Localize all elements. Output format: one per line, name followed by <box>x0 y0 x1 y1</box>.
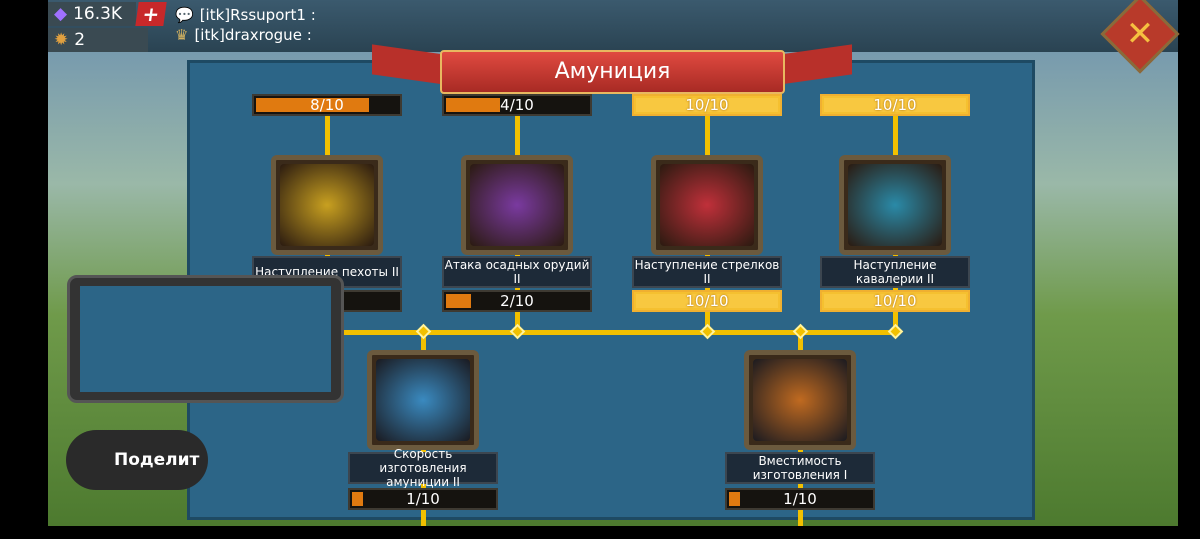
research-label: Скорость изготовления амуниции II <box>348 447 498 489</box>
tokens-counter: ✹2 <box>48 28 148 52</box>
progress-fill <box>636 98 778 112</box>
progress-fill <box>824 294 966 308</box>
research-icon <box>470 164 564 246</box>
research-icon <box>660 164 754 246</box>
screen-preview-thumbnail[interactable] <box>67 275 344 403</box>
tokens-value: 2 <box>74 30 86 50</box>
research-icon <box>848 164 942 246</box>
progress-fill <box>824 98 966 112</box>
research-label: Наступление стрелков II <box>632 256 782 288</box>
research-label: Вместимость изготовления I <box>725 452 875 484</box>
gem-icon: ◆ <box>54 4 68 24</box>
progress-bar: 1/10 <box>348 488 498 510</box>
research-icon <box>753 359 847 441</box>
research-node[interactable] <box>367 350 479 450</box>
research-node[interactable] <box>271 155 383 255</box>
research-icon <box>280 164 374 246</box>
progress-text: 2/10 <box>500 292 534 310</box>
progress-bar: 10/10 <box>632 94 782 116</box>
close-icon: ✕ <box>1125 14 1155 54</box>
progress-fill <box>446 98 501 112</box>
progress-bar: 4/10 <box>442 94 592 116</box>
progress-fill <box>256 98 369 112</box>
page-title: Амуниция <box>440 50 785 94</box>
chat-line[interactable]: 💬 [itk]Rssuport1 : <box>175 6 316 24</box>
progress-text: 1/10 <box>783 490 817 508</box>
progress-fill <box>446 294 472 308</box>
research-label: Наступление кавалерии II <box>820 256 970 288</box>
progress-fill <box>352 492 363 506</box>
gems-value: 16.3K <box>73 4 123 24</box>
progress-bar: 2/10 <box>442 290 592 312</box>
progress-text: 1/10 <box>406 490 440 508</box>
progress-bar: 1/10 <box>725 488 875 510</box>
progress-bar: 10/10 <box>820 94 970 116</box>
progress-fill <box>729 492 740 506</box>
add-gems-button[interactable]: + <box>135 2 167 26</box>
progress-bar: 10/10 <box>820 290 970 312</box>
token-icon: ✹ <box>54 30 69 50</box>
progress-bar: 8/10 <box>252 94 402 116</box>
research-node[interactable] <box>461 155 573 255</box>
progress-text: 10/10 <box>685 96 729 114</box>
progress-text: 10/10 <box>873 96 917 114</box>
connector <box>325 330 898 335</box>
top-bar <box>48 0 1178 52</box>
research-icon <box>376 359 470 441</box>
research-label: Атака осадных орудий II <box>442 256 592 288</box>
progress-bar: 10/10 <box>632 290 782 312</box>
chat-user: [itk]draxrogue : <box>194 26 312 44</box>
progress-text: 4/10 <box>500 96 534 114</box>
progress-text: 10/10 <box>685 292 729 310</box>
share-button[interactable]: Поделит <box>66 430 208 490</box>
progress-fill <box>636 294 778 308</box>
research-node[interactable] <box>839 155 951 255</box>
research-node[interactable] <box>651 155 763 255</box>
gems-counter: ◆16.3K <box>48 2 136 26</box>
chat-user: [itk]Rssuport1 : <box>199 6 316 24</box>
guild-badge-icon: ♛ <box>175 26 189 44</box>
chat-bubble-icon: 💬 <box>175 6 194 24</box>
chat-line[interactable]: ♛ [itk]draxrogue : <box>175 26 312 44</box>
progress-text: 8/10 <box>310 96 344 114</box>
research-node[interactable] <box>744 350 856 450</box>
progress-text: 10/10 <box>873 292 917 310</box>
